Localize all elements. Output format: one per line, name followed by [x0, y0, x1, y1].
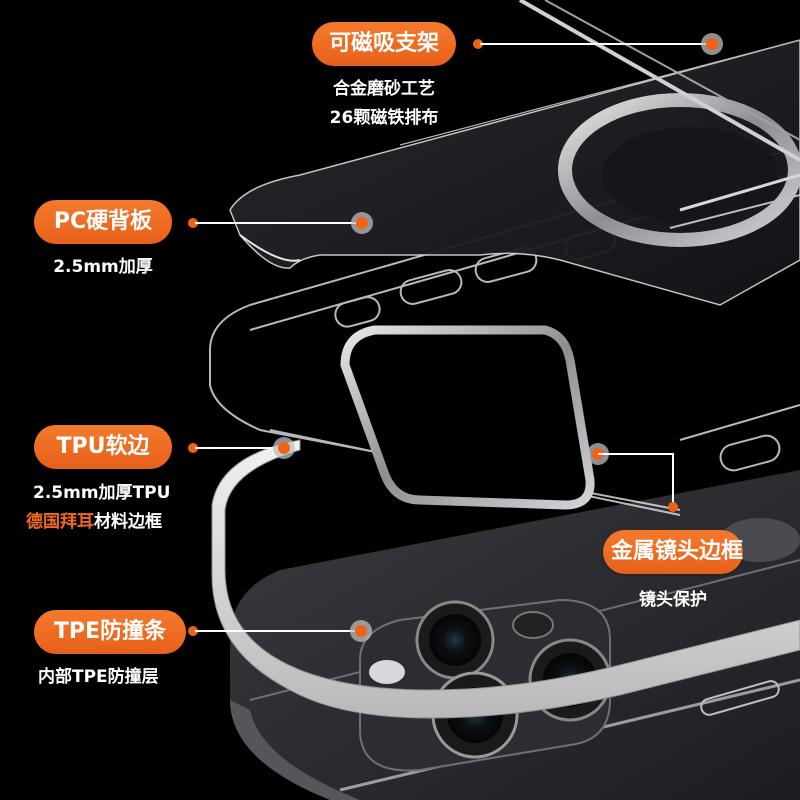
pc-back-desc: 2.5mm加厚 — [53, 257, 153, 277]
magnetic-stand-desc-1: 合金磨砂工艺 — [333, 79, 435, 99]
lens-frame-cutout — [340, 325, 595, 510]
leader-line — [195, 447, 280, 449]
tpu-edge-badge: TPU软边 — [34, 425, 172, 469]
leader-start-dot — [473, 39, 483, 49]
leader-start-dot — [188, 443, 198, 453]
metal-lens-frame-badge: 金属镜头边框 — [603, 530, 743, 574]
leader-line — [195, 222, 360, 224]
leader-target-dot — [273, 437, 295, 459]
leader-start-dot — [188, 626, 198, 636]
tpu-edge-desc-2: 德国拜耳材料边框 — [26, 507, 162, 537]
leader-target-dot — [701, 33, 723, 55]
tpe-strip-desc: 内部TPE防撞层 — [38, 667, 159, 687]
leader-end-dot — [668, 502, 678, 512]
magnetic-ring-stand — [519, 0, 800, 247]
leader-target-dot — [351, 212, 373, 234]
tpe-strip — [211, 439, 800, 719]
tpu-edge-material-rest: 材料边框 — [94, 512, 162, 532]
magnetic-stand-desc-2: 26颗磁铁排布 — [329, 108, 439, 128]
leader-line — [598, 453, 674, 455]
leader-line — [195, 630, 360, 632]
leader-line — [480, 43, 710, 45]
phone-body — [230, 470, 800, 800]
leader-target-dot — [350, 620, 372, 642]
leader-line — [672, 453, 674, 505]
magnetic-stand-badge: 可磁吸支架 — [312, 22, 456, 66]
leader-start-dot — [188, 218, 198, 228]
metal-lens-frame-desc: 镜头保护 — [639, 590, 707, 610]
pc-back-badge: PC硬背板 — [34, 200, 172, 244]
tpu-edge-material-brand: 德国拜耳 — [26, 512, 94, 532]
tpu-edge-desc-1: 2.5mm加厚TPU — [33, 483, 171, 503]
tpe-strip-badge: TPE防撞条 — [34, 610, 186, 654]
